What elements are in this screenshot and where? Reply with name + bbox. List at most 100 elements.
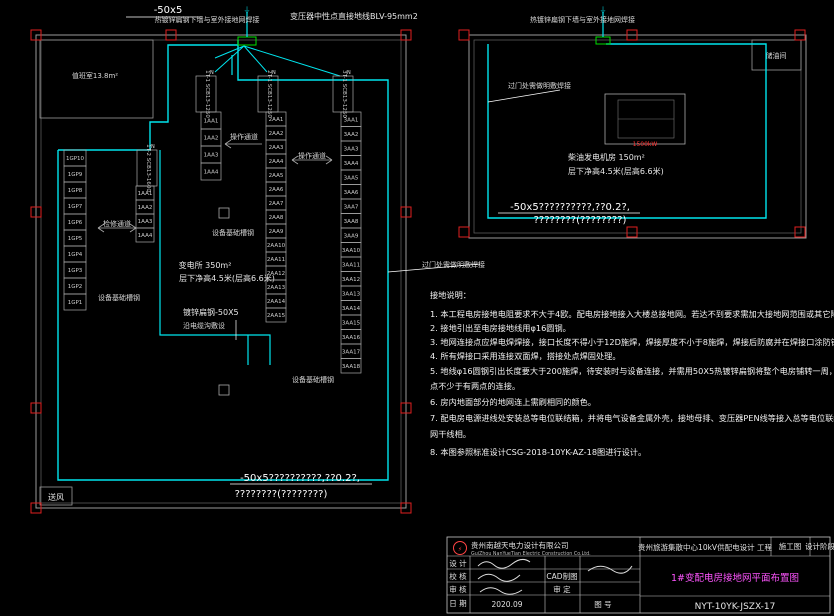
gp-cabinet-label: 1GP6 — [68, 220, 83, 226]
aa1-cabinet-label: 1AA1 — [204, 119, 219, 125]
cad-label: CAD制图 — [546, 571, 577, 581]
left-ground-loop — [57, 40, 389, 481]
aa2-cabinet-label: 2AA2 — [269, 131, 284, 137]
structural-column — [626, 29, 638, 41]
main-room-label-2: 层下净高4.5米(层高6.6米) — [179, 273, 275, 283]
aa2-cabinet: 2AA15 — [265, 307, 287, 323]
structural-column — [626, 226, 638, 238]
aa3-cabinet-label: 3AA13 — [342, 291, 361, 297]
cable-tray-label-left: 设备基础槽钢 — [98, 293, 140, 302]
structural-column — [458, 226, 470, 238]
passage-label-a: 检修通道 — [103, 219, 131, 228]
note-8: 8. 本图参照标准设计CSG-2018-10YK-AZ-18图进行设计。 — [430, 447, 646, 457]
aa1b-cabinet-label: 1AA4 — [138, 233, 153, 239]
transformer-label: 2T-1 SCB13-1250 — [266, 70, 272, 118]
exit-box — [39, 486, 73, 506]
earth-symbol: ⏚ — [244, 6, 251, 14]
aa3-cabinet-label: 3AA16 — [342, 335, 361, 341]
notes-heading: 接地说明： — [430, 290, 471, 300]
gp-cabinet-label: 1GP9 — [68, 172, 83, 178]
structural-column — [794, 226, 806, 238]
column-markers — [30, 29, 806, 514]
exit-label: 送风 — [48, 492, 64, 502]
aa1-cabinet-label: 1AA4 — [204, 170, 219, 176]
aa3-cabinet-label: 3AA3 — [344, 146, 359, 152]
aa3-cabinet-label: 3AA1 — [344, 117, 359, 123]
signature-design — [477, 558, 531, 569]
aa1b-cabinet-label: 1AA1 — [138, 191, 153, 197]
right-bottom-dim-2: ????????(????????) — [534, 215, 627, 226]
stage-suffix: 设计阶段 — [805, 541, 834, 551]
neutral-marker: N — [151, 144, 155, 150]
scale-label: 图 号 — [594, 600, 611, 609]
transformer-label: 1T-1 SCB13-1250 — [204, 70, 210, 118]
signature-approve — [587, 565, 633, 574]
transformer-label: 3T-1 SCB13-1250 — [341, 70, 347, 118]
note-5-cont: 点不少于有两点的连接。 — [430, 381, 520, 391]
date-value: 2020.09 — [491, 600, 522, 609]
gp-cabinet: 1GP1 — [63, 293, 87, 311]
aa1b-cabinet: 1AA4 — [135, 227, 155, 243]
aa3-cabinet-label: 3AA12 — [342, 277, 360, 283]
approve-label: 审 定 — [553, 584, 571, 594]
drawing-number: NYT-10YK-JSZX-17 — [695, 602, 776, 612]
gp-cabinet-label: 1GP10 — [66, 156, 85, 162]
company-logo-glyph: ⚡ — [458, 546, 462, 553]
aa3-cabinet-label: 3AA17 — [342, 349, 361, 355]
aa3-cabinet-label: 3AA4 — [344, 161, 359, 167]
transformer-label: 1T-2 SCB13-1600 — [145, 144, 151, 192]
oil-room — [751, 39, 802, 71]
aa2-cabinet-label: 2AA7 — [269, 201, 284, 207]
title-block: ⚡ 贵州南越天电力设计有限公司 GuiZhou NanYueTian Elect… — [446, 536, 834, 614]
aa2-cabinet-label: 2AA5 — [269, 173, 284, 179]
structural-column — [458, 29, 470, 41]
cable-tray-label-mid: 设备基础槽钢 — [212, 228, 254, 237]
row-date-label: 日 期 — [449, 599, 466, 608]
aa3-cabinet-label: 3AA11 — [342, 262, 360, 268]
note-7-cont: 网干线相。 — [430, 429, 471, 439]
trench-label: 沿电缆沟敷设 — [183, 321, 225, 330]
aa1-cabinet-label: 1AA3 — [204, 153, 219, 159]
generator-unit — [604, 93, 686, 145]
gp-cabinet-label: 1GP5 — [68, 236, 83, 242]
project-name: 贵州旅游集散中心10kV供配电设计 工程 — [638, 542, 772, 552]
row-review-label: 审 核 — [449, 584, 467, 594]
note-6: 6. 房内地面部分的地网连上需刷相同的颜色。 — [430, 397, 596, 407]
aa2-cabinet-label: 2AA6 — [269, 187, 284, 193]
gp-cabinet-label: 1GP3 — [68, 268, 83, 274]
aa3-cabinet-label: 3AA2 — [344, 132, 359, 138]
gp-cabinet-label: 1GP4 — [68, 252, 83, 258]
structural-column — [30, 402, 42, 414]
left-bottom-dim-1: -50x5??????????,??0.2?, — [240, 473, 360, 484]
aa3-cabinet-label: 3AA15 — [342, 320, 361, 326]
structural-column — [30, 29, 42, 41]
signature-check — [477, 573, 521, 582]
aa3-cabinet-label: 3AA14 — [342, 306, 361, 312]
row-check-label: 校 核 — [449, 571, 467, 581]
structural-column — [400, 502, 412, 514]
right-plan: 储油间 ⏚ 热镀锌扁钢下墙与室外接地网焊接 1500kW 柴油发电机房 150m… — [468, 6, 807, 239]
company-logo — [453, 541, 467, 555]
right-top-note: 热镀锌扁钢下墙与室外接地网焊接 — [530, 15, 635, 24]
structural-column — [30, 502, 42, 514]
aa3-cabinet-label: 3AA8 — [344, 219, 359, 225]
left-plan: ⏚ -50x5 热镀锌扁钢下墙与室外接地网焊接 变压器中性点直接地线BLV-95… — [35, 5, 485, 509]
company-name-cn: 贵州南越天电力设计有限公司 — [471, 540, 569, 550]
signature-review — [479, 587, 523, 595]
column-mark-inner-2 — [218, 384, 230, 396]
aa1-cabinet-label: 1AA2 — [204, 136, 219, 142]
gp-cabinet-label: 1GP7 — [68, 204, 83, 210]
cable-tray-label-bottom: 设备基础槽钢 — [292, 375, 334, 384]
aa2-cabinet-label: 2AA9 — [269, 229, 284, 235]
drawing-title: 1#变配电房接地网平面布置图 — [671, 572, 799, 584]
aa2-cabinet-label: 2AA4 — [269, 159, 284, 165]
note-1: 1. 本工程电房接地电阻要求不大于4欧。配电房接地接入大楼总接地网。若达不到要求… — [430, 309, 834, 319]
left-door-leader — [387, 263, 481, 273]
structural-column — [400, 29, 412, 41]
aa1b-cabinet-label: 1AA2 — [138, 205, 153, 211]
passage-label-c: 操作通道 — [298, 151, 326, 160]
aa2-cabinet-label: 2AA1 — [269, 117, 284, 123]
galv-label: 镀锌扁钢-50X5 — [183, 307, 239, 317]
